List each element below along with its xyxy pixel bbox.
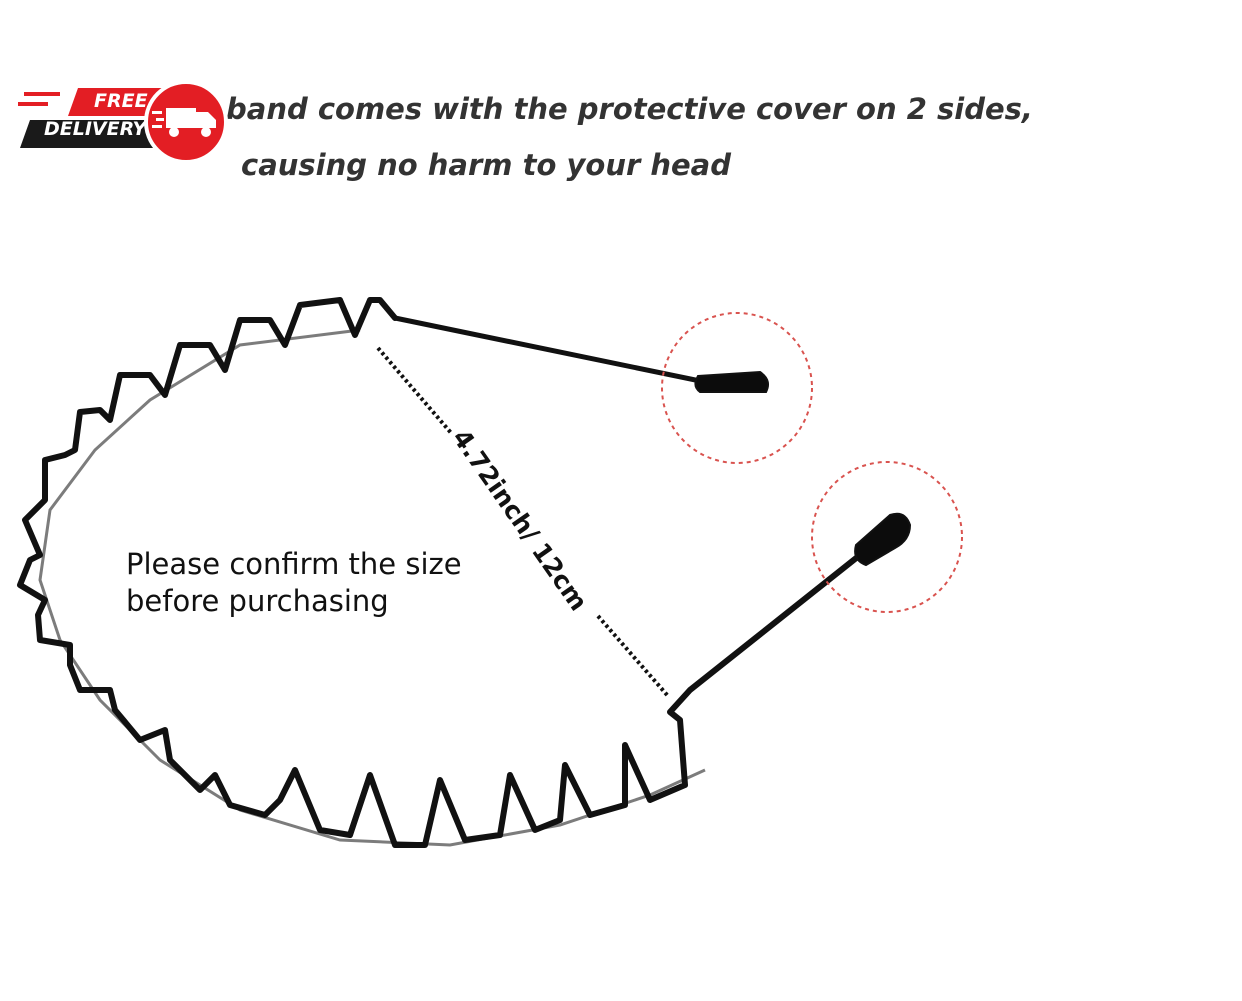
free-delivery-badge: FREE DELIVERY — [18, 78, 233, 170]
upper-cap-highlight-circle — [661, 312, 813, 464]
size-notice-line-1: Please confirm the size — [126, 547, 462, 581]
badge-delivery-text: DELIVERY — [44, 118, 147, 140]
size-notice-line-2: before purchasing — [126, 584, 389, 618]
delivery-truck-icon — [152, 108, 216, 137]
headline-line-2: causing no harm to your head — [241, 148, 731, 182]
badge-free-text: FREE — [94, 90, 148, 112]
lower-cap-highlight-circle — [811, 461, 963, 613]
headband-rail — [38, 328, 706, 847]
size-notice: Please confirm the size before purchasin… — [126, 546, 462, 620]
headband-illustration — [17, 297, 963, 848]
badge-graphic — [18, 80, 228, 164]
product-image: band comes with the protective cover on … — [17, 78, 1033, 848]
dimension-line-lower — [596, 614, 670, 698]
upper-protective-cap — [694, 370, 769, 393]
headline-line-1: band comes with the protective cover on … — [226, 92, 1033, 126]
headband-upper-arm — [392, 315, 708, 385]
lower-protective-cap — [854, 512, 912, 567]
dimension-line-upper — [376, 346, 454, 436]
